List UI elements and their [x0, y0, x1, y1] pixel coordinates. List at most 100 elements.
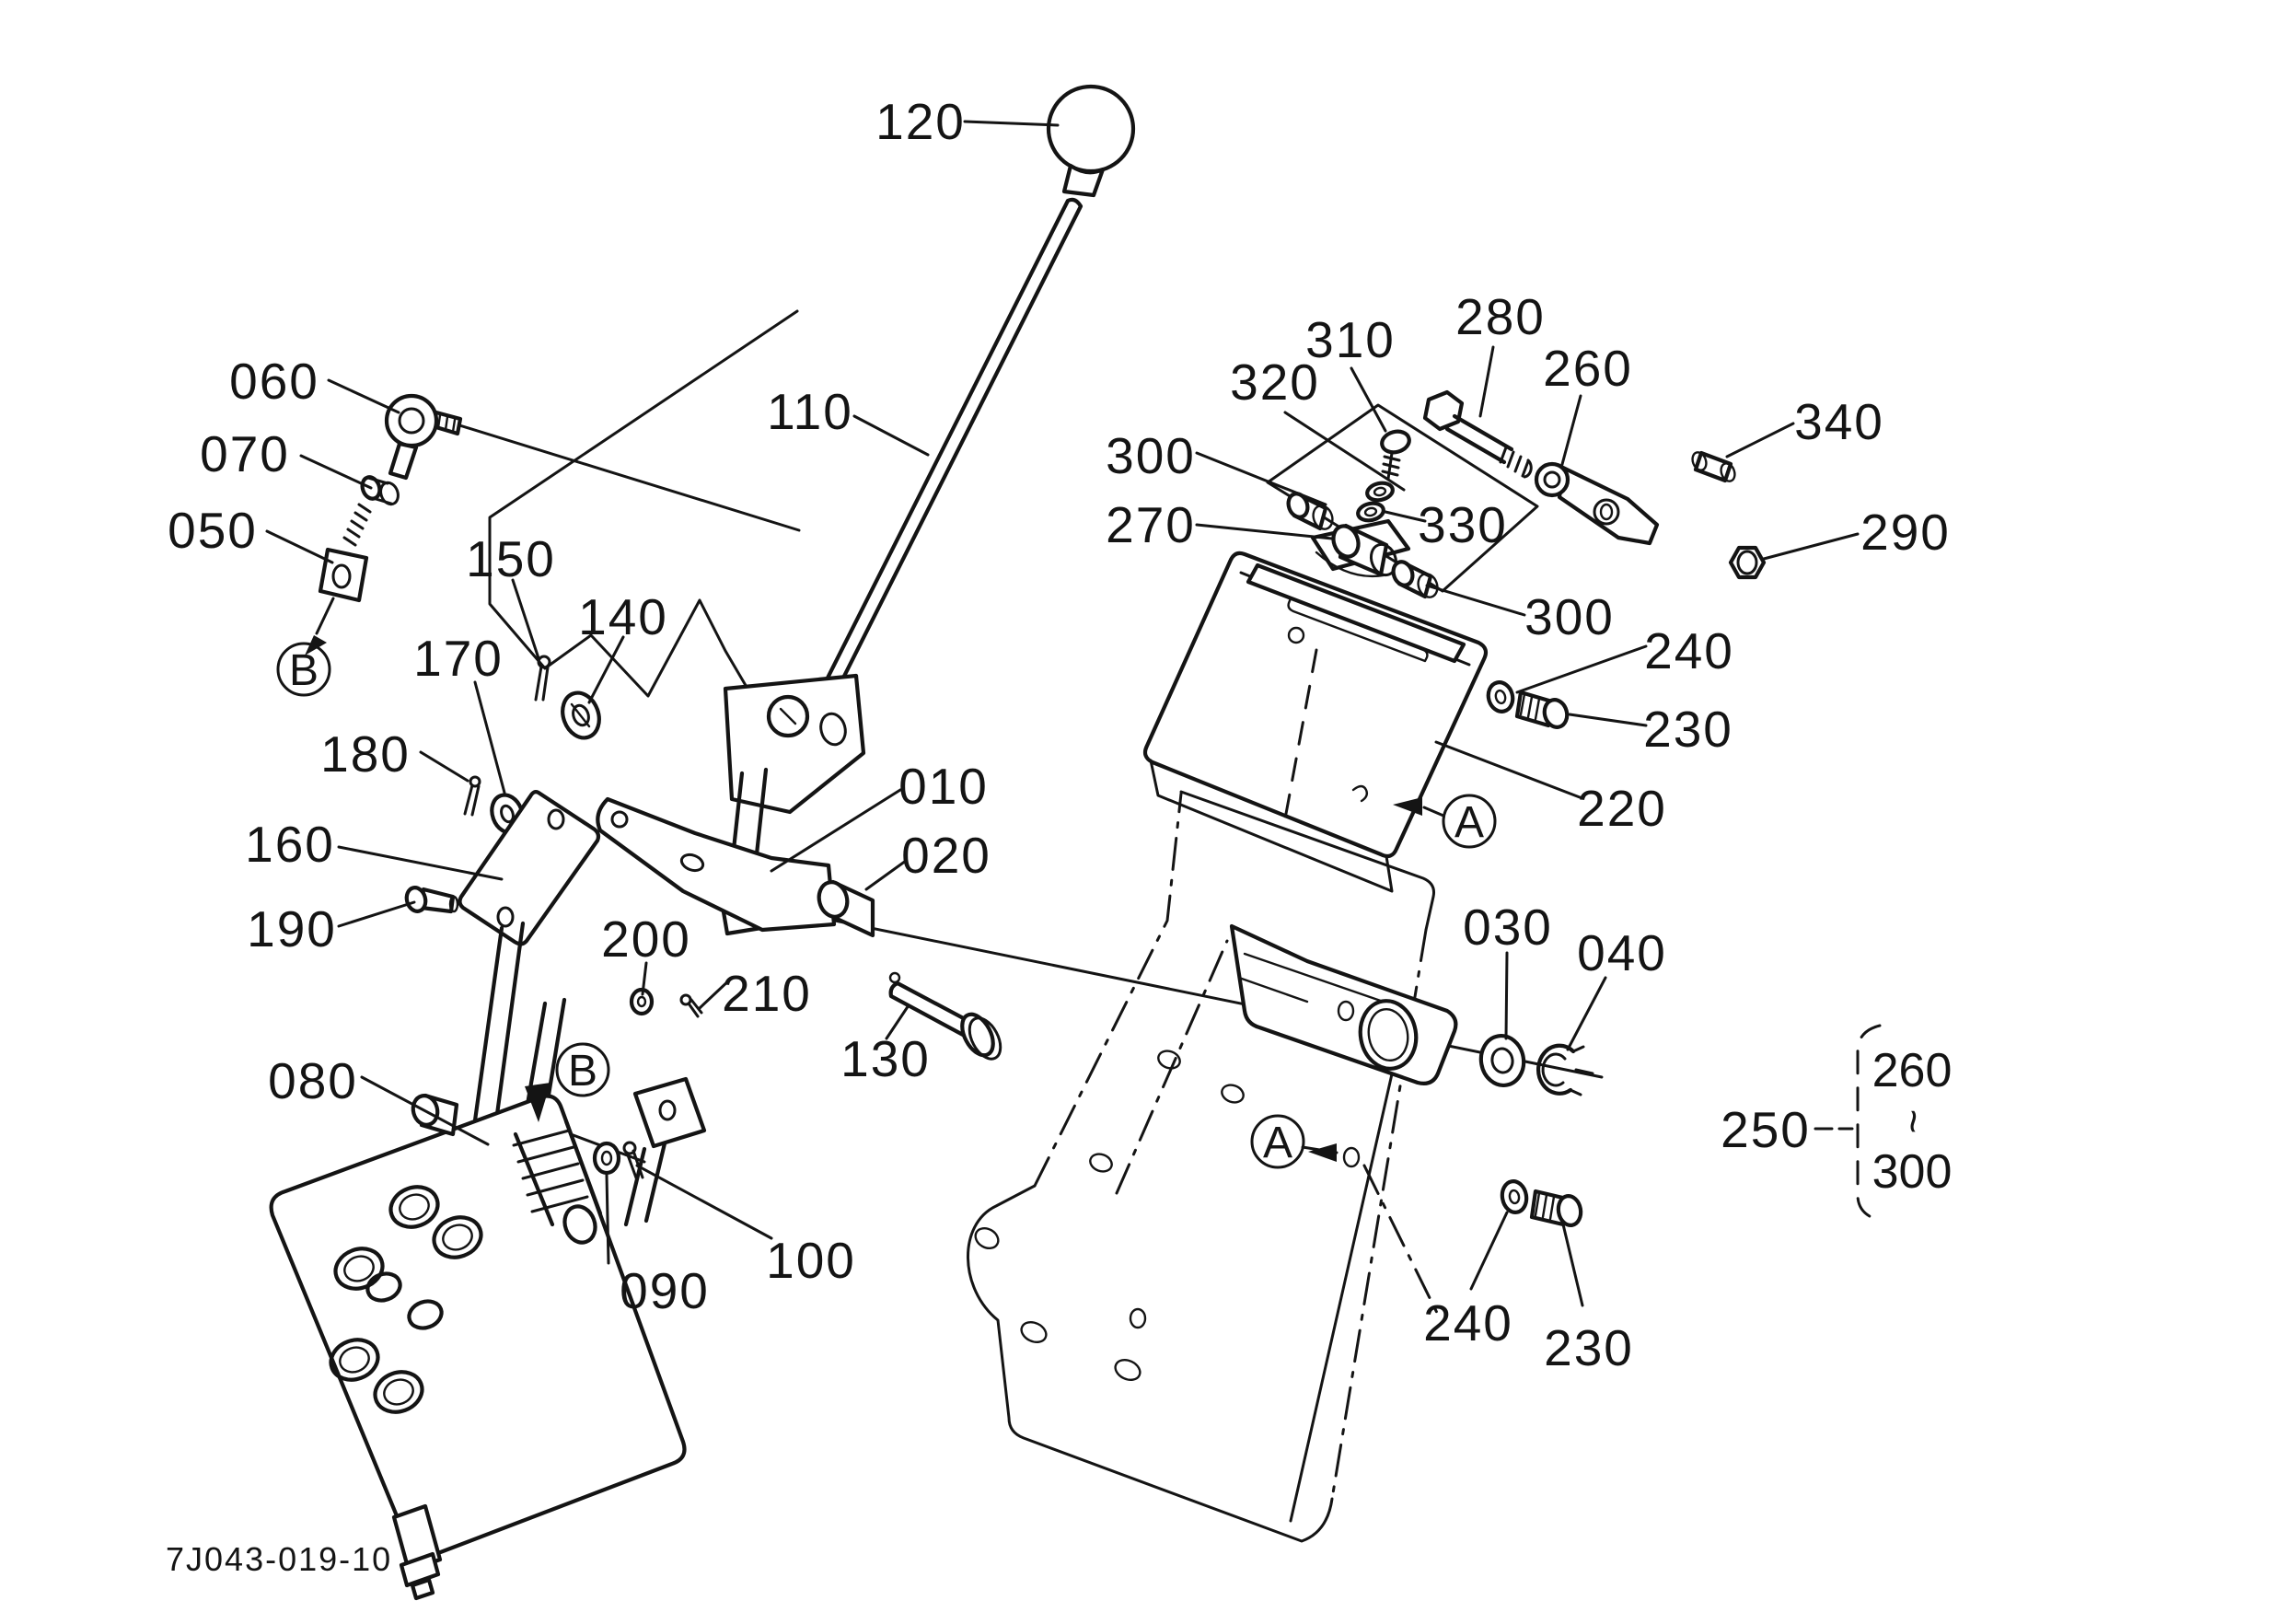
- leader-240-upper: [1515, 644, 1648, 694]
- leader-330: [1384, 510, 1427, 523]
- screw-310-head: [1380, 429, 1411, 455]
- port-thread: [383, 1378, 414, 1406]
- holder-cylinder-face: [1331, 524, 1361, 559]
- screw-230-lower-threads: [1534, 1191, 1556, 1221]
- cotter-pin-100-legs: [625, 1149, 644, 1182]
- leader-280: [1478, 345, 1495, 418]
- bolt-190-head: [404, 886, 428, 913]
- pin-340-body: [1693, 450, 1733, 483]
- screw-230-lower-head: [1556, 1194, 1583, 1227]
- view-marker-b-valve: B: [568, 1047, 597, 1096]
- valve-body: [269, 1094, 687, 1560]
- plate-top-edge: [1179, 790, 1435, 932]
- pin-340: [1691, 450, 1736, 483]
- callout-190: 190: [247, 900, 337, 957]
- leader-140: [587, 635, 625, 704]
- cover-hidden-line: [1281, 648, 1318, 830]
- strap-screw: [1287, 626, 1305, 644]
- callout-130: 130: [840, 1030, 931, 1087]
- view-marker-b-valve-circle: [555, 1042, 610, 1097]
- bolt-280-shaft: [1444, 413, 1514, 465]
- callout-340: 340: [1794, 393, 1884, 450]
- leader-260: [1559, 394, 1582, 470]
- washer-200-hole: [636, 995, 647, 1008]
- callout-030: 030: [1463, 899, 1553, 956]
- bolt-280-head: [1422, 389, 1465, 432]
- callout-200: 200: [601, 911, 691, 968]
- control-rod: [802, 197, 1084, 732]
- leader-010: [770, 788, 902, 873]
- pin-shaft: [888, 980, 973, 1038]
- arm-ring-hole: [1543, 470, 1561, 489]
- leader-320: [1283, 411, 1406, 492]
- callout-050: 050: [168, 502, 258, 559]
- callout-070: 070: [200, 425, 290, 482]
- leader-230-upper: [1568, 713, 1648, 727]
- callout-150: 150: [466, 530, 556, 587]
- view-marker-b-left-circle: [276, 642, 331, 697]
- callout-060: 060: [229, 353, 319, 410]
- callout-080: 080: [268, 1052, 358, 1109]
- leader-290: [1762, 532, 1860, 561]
- bellows-end: [562, 1204, 597, 1245]
- view-marker-b-left: B: [289, 646, 319, 695]
- callout-300-right: 300: [1524, 588, 1615, 645]
- valve-ports: [329, 1185, 483, 1414]
- rod-end-shank: [388, 441, 419, 481]
- plate-right-edge: [1330, 928, 1428, 1501]
- leader-180: [419, 750, 469, 783]
- leader-210: [698, 976, 734, 1010]
- leader-080: [360, 1075, 490, 1146]
- screw-310-threads: [1381, 451, 1401, 481]
- leader-270: [1195, 523, 1334, 540]
- callout-300-left: 300: [1106, 427, 1196, 484]
- knob: [1046, 84, 1136, 174]
- washer-140-hole: [572, 703, 590, 727]
- callout-110: 110: [767, 383, 853, 440]
- leader-040: [1566, 976, 1607, 1051]
- spool-rod: [623, 1141, 667, 1227]
- callout-230-upper: 230: [1643, 701, 1733, 758]
- washer-320: [1365, 481, 1395, 503]
- washer-090-hole: [600, 1150, 613, 1166]
- leader-190: [337, 900, 416, 928]
- callout-290: 290: [1860, 504, 1951, 561]
- fastener-upper: [1486, 680, 1570, 729]
- leader-130: [885, 1003, 910, 1040]
- guide-plate-160: [404, 790, 601, 946]
- bushing-300-left-face: [1286, 492, 1310, 519]
- link-arm-body: [596, 796, 837, 933]
- pin-axis-line: [779, 908, 1604, 1079]
- washer-240-lower-hole: [1508, 1189, 1521, 1205]
- surface-mark: [1351, 784, 1369, 803]
- cotter-pin-180-legs: [463, 783, 481, 817]
- group-250-from: 260: [1872, 1044, 1953, 1097]
- arm-boss-hole: [1599, 503, 1614, 521]
- leader-100: [635, 1164, 773, 1240]
- washer-240-lower: [1500, 1179, 1529, 1214]
- valve-bottom-cap: [399, 1551, 441, 1588]
- washer-030: [1478, 1034, 1526, 1087]
- plate-hole: [1157, 1050, 1181, 1070]
- callout-230-lower: 230: [1544, 1319, 1634, 1376]
- guide-plate-hole-bottom: [496, 906, 515, 928]
- snap-ring-inner: [1541, 1052, 1567, 1087]
- rod-end-ring: [384, 393, 439, 448]
- leader-020: [864, 859, 908, 891]
- cotter-pin-180: [469, 775, 481, 788]
- arm-260: [1534, 461, 1660, 546]
- plate-hole: [1089, 1153, 1113, 1173]
- leader-310: [1350, 366, 1387, 433]
- washer-140-slash: [570, 702, 591, 728]
- leader-070: [299, 454, 373, 490]
- callout-210: 210: [722, 965, 812, 1022]
- arm-boss: [1593, 498, 1620, 526]
- cotter-pin-100: [622, 1141, 637, 1155]
- leader-050: [265, 529, 334, 564]
- view-marker-a-lower-circle: [1250, 1114, 1305, 1169]
- control-valve: [269, 921, 707, 1601]
- callout-260: 260: [1543, 340, 1633, 397]
- group-250-bracket: [1856, 1024, 1883, 1223]
- port: [333, 1247, 385, 1291]
